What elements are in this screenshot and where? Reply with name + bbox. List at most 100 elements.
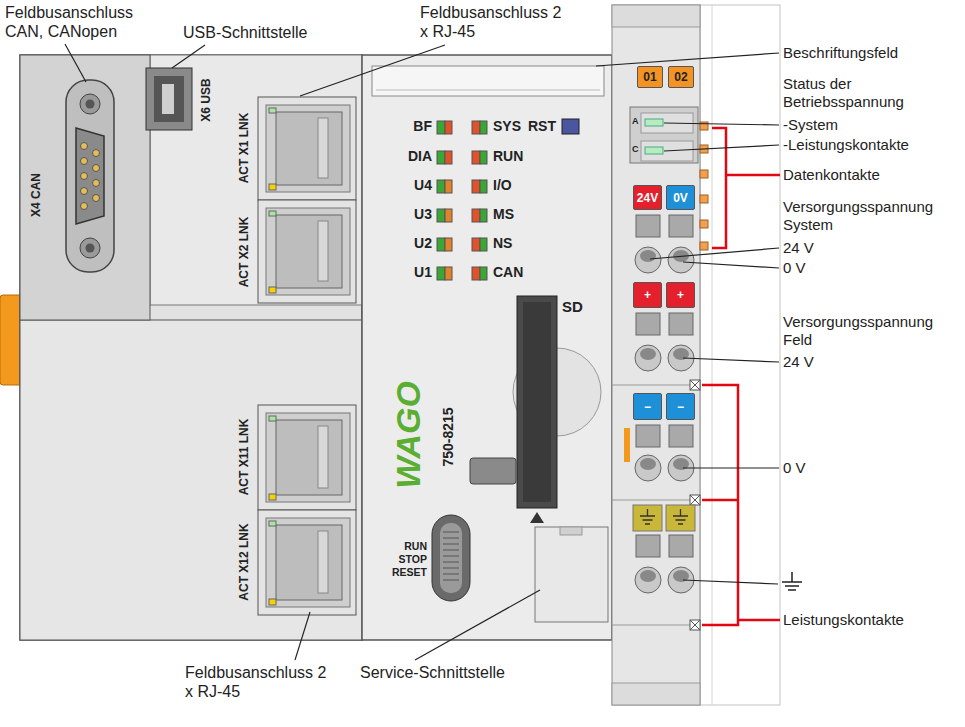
data-contact [700,170,708,178]
led-red [472,151,480,164]
port-label: ACT X12 LNK [237,523,251,600]
marking-field [372,66,604,96]
callout-label: Feldbusanschluss 2 x RJ-45 [185,663,330,701]
link-led [269,521,276,526]
led-label: I/O [493,177,512,194]
push-button [669,425,693,447]
dsub-pin [93,150,100,157]
ground-symbol [640,509,688,524]
led-orange [445,238,452,251]
led-green [437,180,445,193]
callout-label: Status der Betriebsspannung [783,75,955,111]
terminal-marker-text: − [644,401,651,413]
act-led [269,184,276,190]
rj45-port [258,510,356,615]
rj45-port [258,405,356,510]
terminal-marker-text: + [677,289,684,301]
led-green [437,238,445,251]
led-green [480,121,487,134]
callout-label: 24 V [783,239,814,257]
dsub-screw [80,238,100,258]
switch-label: RESET [378,566,427,579]
terminal-marker: 01 [637,66,663,88]
callout-label: Feldbusanschluss CAN, CANopen [5,3,150,41]
rj45-latch [318,531,328,593]
led-green [437,151,445,164]
callout-label: Leistungskontakte [783,611,904,629]
row-letter: C [632,144,639,155]
led-orange [445,180,452,193]
terminal-marker-text: 0V [673,192,688,204]
rj45-opening [276,215,342,288]
terminal-marker: + [666,282,695,308]
link-led [269,211,276,216]
usb-opening [154,76,184,122]
callout-label: Beschriftungsfeld [783,44,898,62]
terminal-marker: − [666,393,695,420]
rj45-socket [266,208,350,295]
led-green [480,267,487,280]
can-module [20,55,150,320]
led-green [437,121,445,134]
callout-label: -System [783,116,838,134]
callout-label: 0 V [783,259,806,277]
led-label: U1 [388,264,432,281]
dsub-shell [66,80,114,272]
terminal-marker: − [633,393,662,420]
link-led [269,416,276,421]
push-button [636,425,660,447]
dsub-pins [81,143,100,210]
rj45-frame [258,405,356,510]
clamp-hole [635,345,661,371]
ground-marker [633,505,662,531]
led-green [480,238,487,251]
marking-field-line [376,90,600,91]
led-label: CAN [493,264,523,281]
data-contact [700,220,708,228]
clamp-row [635,313,694,371]
mode-switch [432,515,470,601]
rj45-port [258,97,356,200]
port-label: X6 USB [199,78,213,121]
clamp-opening [640,250,656,262]
dsub-pin [93,195,100,202]
sd-slot-inner [523,302,551,502]
led-label: DIA [388,148,432,165]
dsub-pin [81,188,88,195]
clamp-hole [635,455,661,481]
dsub-face [76,128,104,224]
end-plate-line [712,5,713,705]
led-label: U4 [388,177,432,194]
usb-contact [162,84,174,114]
push-button [636,215,660,237]
rj45-opening [276,525,342,600]
latch [470,458,516,484]
rj45-socket [266,105,350,192]
service-door-notch [560,527,582,535]
front-panel [362,55,612,640]
led-green [480,151,487,164]
clamp-opening [640,570,656,582]
clamp-hole [668,247,694,273]
led-red [445,121,452,134]
terminal-separators [612,385,700,625]
led-orange [445,267,452,280]
rj45-port [258,200,356,303]
callout-label: Datenkontakte [783,166,880,184]
leader-line [664,123,779,125]
terminal-marker-text: + [644,289,651,301]
leader-line [664,145,779,151]
terminal-marker-text: 01 [643,71,656,83]
dsub-pin [93,165,100,172]
clamp-row [635,535,694,593]
switch-label: RUN [378,540,427,553]
leader-line [415,590,540,660]
rj45-socket [266,413,350,502]
data-contact [700,242,708,250]
led-orange [445,209,452,222]
rj45-frame [258,200,356,303]
callout-label: -Leistungskontakte [783,136,909,154]
status-panel [630,107,698,163]
leader-line [596,53,779,66]
part-number: 750-8215 [440,407,457,466]
